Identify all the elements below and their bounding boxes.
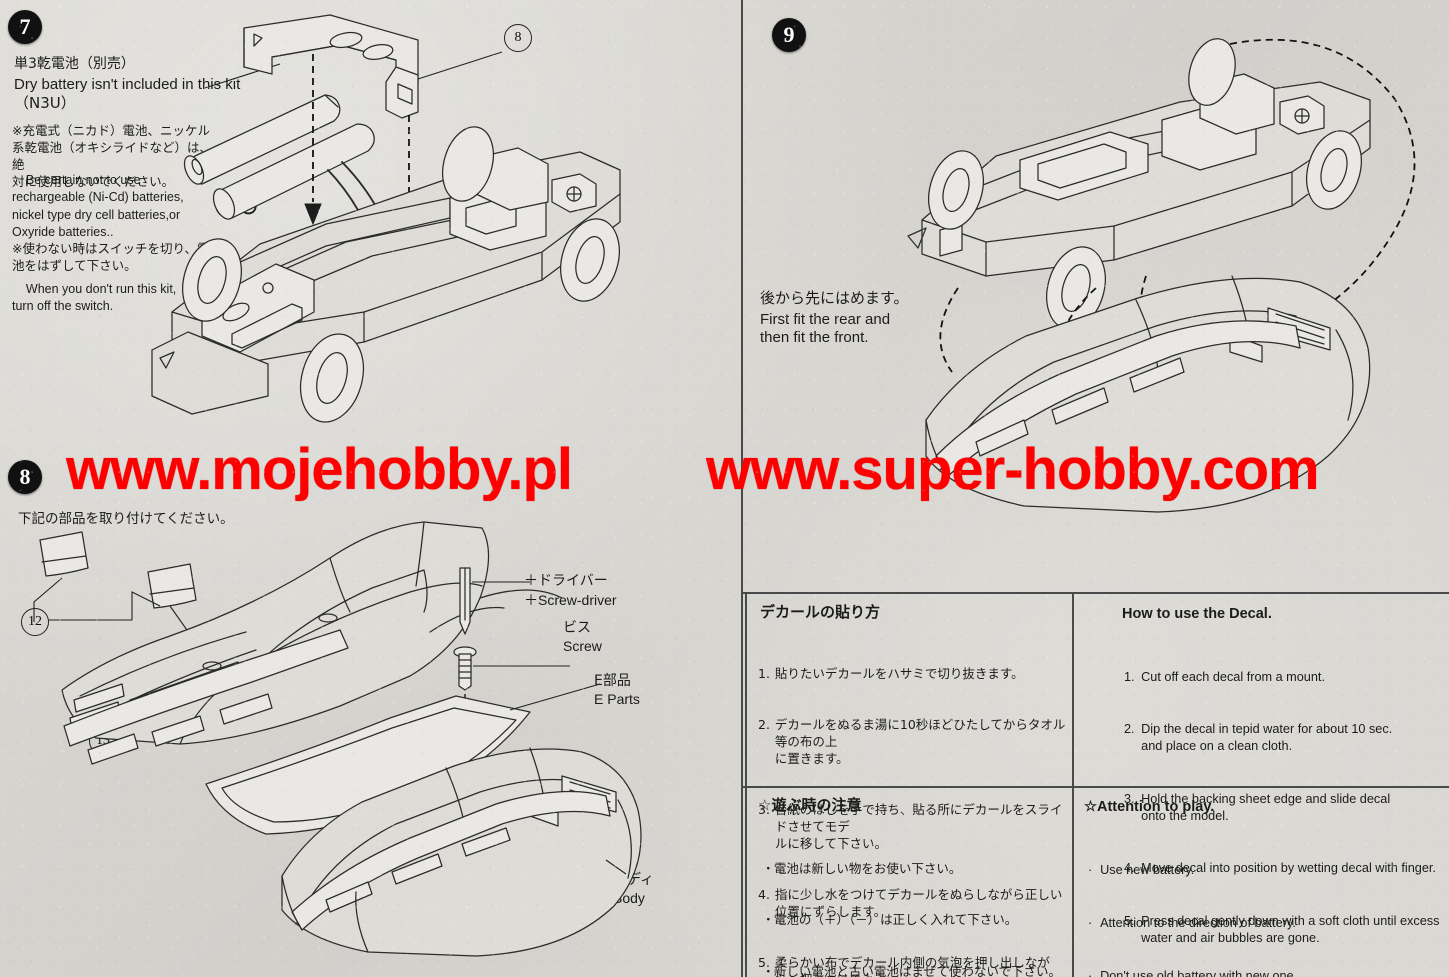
step7-battery-title-en: Dry battery isn't included in this kit <box>14 76 241 93</box>
list-item: 4.Move decal into position by wetting de… <box>1124 861 1436 876</box>
battery-minus-symbol: ⊖ <box>238 192 259 220</box>
list-item: 3.台紙のはしを手で持ち、貼る所にデカールをスライドさせてモデ ルに移して下さい… <box>758 802 1063 851</box>
decal-en-list: 1.Cut off each decal from a mount. 2.Dip… <box>1124 634 1442 977</box>
step9-note-en-line2: then fit the front. <box>760 329 869 346</box>
list-item: ·Use new battery. <box>1088 863 1195 878</box>
step8-callout-13: 13 <box>89 727 117 755</box>
step-9-badge: 9 <box>772 18 806 52</box>
screwdriver-label-en: ＋Screw-driver <box>524 592 617 608</box>
screw-label-jp: ビス <box>563 620 591 636</box>
step7-battery-title-jp: 単3乾電池（別売） <box>14 56 135 72</box>
list-item: 1.貼りたいデカールをハサミで切り抜きます。 <box>758 665 1024 681</box>
decal-jp-list: 1.貼りたいデカールをハサミで切り抜きます。 2.デカールをぬるま湯に10秒ほど… <box>758 632 1068 977</box>
step7-chassis-illustration <box>151 14 621 423</box>
step7-warning-jp-1: ※充電式（ニカド）電池、ニッケル 系乾電池（オキシライドなど）は、絶 対に使用し… <box>12 123 213 189</box>
list-item: 4.指に少し水をつけてデカールをぬらしながら正しい位置にずらします。 <box>758 887 1063 919</box>
step7-battery-code: （N3U） <box>14 94 76 112</box>
step9-note-en-line1: First fit the rear and <box>760 311 891 328</box>
decal-en-title: How to use the Decal. <box>1122 606 1272 622</box>
step-8-badge: 8 <box>8 460 42 494</box>
list-item: 2.Dip the decal in tepid water for about… <box>1124 721 1393 754</box>
list-item: ·Attention to the direction of battery. <box>1088 915 1296 930</box>
e-parts-label-jp: E部品 <box>594 673 631 689</box>
list-item: ・電池は新しい物をお使い下さい。 <box>762 861 962 876</box>
step9-note-jp: 後から先にはめます。 <box>760 289 909 307</box>
decal-jp-title: デカールの貼り方 <box>760 603 881 621</box>
list-item: 5.Press decal gently down with a soft cl… <box>1124 913 1440 946</box>
step7-warning-en-1: Be certain not to use rechargeable (Ni-C… <box>12 173 184 239</box>
body-label-jp: ボディ <box>613 872 655 888</box>
list-item: 1.Cut off each decal from a mount. <box>1124 669 1325 684</box>
list-item: 3.Hold the backing sheet edge and slide … <box>1124 791 1391 823</box>
step7-callout-8: 8 <box>504 24 532 52</box>
e-parts-label-en: E Parts <box>594 691 640 707</box>
list-item: ·Don't use old battery with new one. <box>1088 968 1298 977</box>
step8-instruction-jp: 下記の部品を取り付けてください。 <box>18 511 234 527</box>
step7-warning-jp-2: ※使わない時はスイッチを切り、電 池をはずして下さい。 <box>12 241 210 273</box>
battery-plus-symbol: ⊕ <box>204 151 225 179</box>
divider-attention-columns <box>1072 788 1074 977</box>
body-label-en: Body <box>613 890 645 906</box>
divider-decal-columns <box>1072 594 1074 786</box>
divider-vertical-main <box>741 0 743 977</box>
step7-warning-en-2: When you don't run this kit, turn off th… <box>12 282 177 314</box>
attention-jp-title: ☆遊ぶ時の注意 <box>758 796 862 814</box>
watermark-mojehobby: www.mojehobby.pl <box>66 437 573 502</box>
step8-callout-12: 12 <box>21 608 49 636</box>
list-item: ・電池の（＋）（－）は正しく入れて下さい。 <box>762 912 1018 928</box>
screw-label-en: Screw <box>563 638 602 654</box>
divider-right-inner-left <box>745 594 747 977</box>
step-7-badge: 7 <box>8 10 42 44</box>
divider-right-top <box>743 592 1449 594</box>
attention-en-list: ·Use new battery. ·Attention to the dire… <box>1088 827 1440 977</box>
attention-en-title: ☆Attention to play. <box>1084 799 1215 815</box>
list-item: 5.柔らかい布でデカール内側の気泡を押し出しながら、押しつけるよう にして水分を… <box>758 955 1050 977</box>
attention-jp-list: ・電池は新しい物をお使い下さい。 ・電池の（＋）（－）は正しく入れて下さい。 ・… <box>762 826 1074 977</box>
list-item: ・新しい電池と古い電池はまぜて使わないで下さい。 <box>762 963 1062 977</box>
screwdriver-label-jp: ＋ドライバー <box>524 573 608 589</box>
list-item: 2.デカールをぬるま湯に10秒ほどひたしてからタオル等の布の上 に置きます。 <box>758 717 1066 766</box>
watermark-superhobby: www.super-hobby.com <box>706 437 1320 502</box>
divider-right-mid <box>743 786 1449 788</box>
